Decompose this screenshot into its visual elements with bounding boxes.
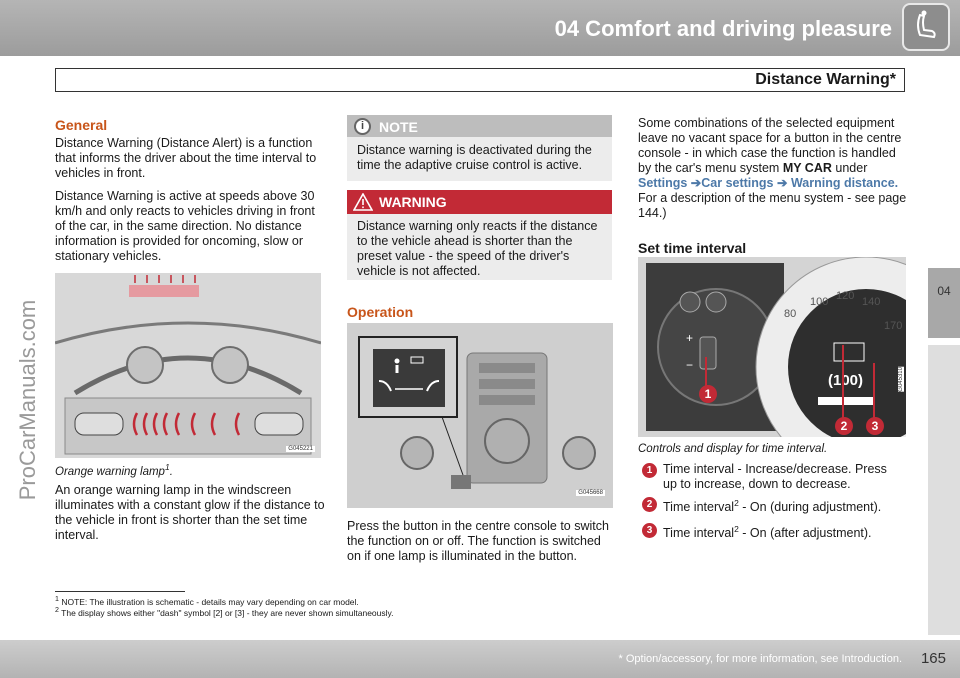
lamp-para: An orange warning lamp in the windscreen…	[55, 483, 325, 542]
path-car-settings[interactable]: Car settings	[701, 176, 774, 190]
operation-para: Press the button in the centre console t…	[347, 519, 609, 563]
menu-system-para: Some combinations of the selected equipm…	[638, 116, 908, 221]
footer-note: * Option/accessory, for more information…	[618, 653, 902, 665]
menu-para-end: For a description of the menu system - s…	[638, 191, 907, 220]
general-para-1: Distance Warning (Distance Alert) is a f…	[55, 136, 317, 180]
svg-text:170: 170	[884, 320, 902, 332]
list-badge-3: 3	[642, 523, 657, 538]
svg-text:100: 100	[810, 296, 828, 308]
centre-console-figure: G045668	[347, 323, 613, 508]
list-text-2-sup: 2	[734, 498, 739, 508]
callout-3: 3	[866, 417, 884, 435]
menu-under: under	[835, 161, 868, 175]
general-heading: General	[55, 117, 108, 133]
list-text-2-main: Time interval	[663, 500, 735, 515]
chapter-tab-label: 04	[937, 284, 951, 298]
menu-para-start: Some combinations of the selected equipm…	[638, 116, 902, 175]
footnote-2-num: 2	[55, 606, 59, 614]
path-warning-distance[interactable]: Warning distance.	[790, 176, 899, 190]
footnote-1-num: 1	[55, 595, 59, 603]
list-text-3-main: Time interval	[663, 526, 735, 541]
time-interval-caption: Controls and display for time interval.	[638, 443, 828, 455]
warning-triangle-icon	[352, 192, 374, 216]
footnote-2: 2 The display shows either "dash" symbol…	[55, 606, 394, 618]
watermark-text: ProCarManuals.com	[15, 299, 40, 501]
seat-icon	[902, 3, 950, 51]
note-header	[347, 115, 612, 137]
list-item: 2 Time interval2 - On (during adjustment…	[638, 496, 908, 522]
section-title: Distance Warning*	[755, 71, 896, 88]
lamp-caption-sup: 1	[164, 462, 170, 472]
info-icon: i	[354, 118, 371, 135]
svg-text:120: 120	[836, 290, 854, 302]
general-para-2: Distance Warning is active at speeds abo…	[55, 189, 315, 263]
svg-text:+: +	[686, 331, 693, 345]
lamp-caption-text: Orange warning lamp	[55, 465, 165, 478]
list-badge-2: 2	[642, 497, 657, 512]
callout-2: 2	[835, 417, 853, 435]
figure-code: G045221	[286, 446, 315, 452]
list-text-3-sup: 2	[734, 524, 739, 534]
svg-text:−: −	[686, 358, 693, 372]
lamp-caption-end: .	[169, 465, 173, 478]
warning-header	[347, 190, 612, 214]
callout-1: 1	[699, 385, 717, 403]
lamp-caption: Orange warning lamp1.	[55, 462, 173, 478]
page-number: 165	[920, 650, 946, 667]
svg-text:140: 140	[862, 296, 880, 308]
list-text-3-rest: - On (after adjustment).	[738, 526, 872, 541]
arrow-right-icon: ➔	[687, 176, 702, 190]
warning-text: Distance warning only reacts if the dist…	[357, 219, 598, 278]
arrow-right-icon: ➔	[773, 176, 791, 190]
note-title: NOTE	[379, 119, 418, 135]
chapter-title: 04 Comfort and driving pleasure	[554, 16, 892, 41]
footnote-2-text: The display shows either "dash" symbol […	[61, 607, 394, 618]
list-badge-1: 1	[642, 463, 657, 478]
list-item: 1 Time interval - Increase/decrease. Pre…	[638, 462, 908, 496]
list-text-1: Time interval - Increase/decrease. Press…	[663, 462, 887, 491]
list-text-2-rest: - On (during adjustment).	[738, 500, 882, 515]
set-time-interval-heading: Set time interval	[638, 240, 747, 256]
figure-code: G045668	[576, 490, 605, 496]
chapter-tab-strip	[928, 345, 960, 635]
figure-code: G045310	[898, 367, 904, 392]
note-box: i NOTE Distance warning is deactivated d…	[347, 115, 612, 181]
chapter-tab[interactable]: 04	[928, 268, 960, 338]
warning-lamp-figure: G045221	[55, 273, 321, 458]
note-text: Distance warning is deactivated during t…	[357, 143, 592, 172]
svg-text:80: 80	[784, 308, 796, 320]
speed-value: (100)	[828, 372, 863, 389]
section-title-bar: Distance Warning*	[55, 68, 905, 92]
operation-heading: Operation	[347, 304, 414, 320]
page-footer: * Option/accessory, for more information…	[0, 640, 960, 678]
watermark: ProCarManuals.com	[8, 130, 48, 670]
callout-list: 1 Time interval - Increase/decrease. Pre…	[638, 462, 908, 548]
path-settings[interactable]: Settings	[638, 176, 688, 190]
footnote-1: 1 NOTE: The illustration is schematic - …	[55, 595, 359, 607]
footnote-1-text: NOTE: The illustration is schematic - de…	[61, 596, 359, 607]
warning-box: WARNING Distance warning only reacts if …	[347, 190, 612, 280]
time-interval-figure: + − 100 120 140 80 170 (100) 1 2 3 G045310	[638, 257, 906, 437]
warning-title: WARNING	[379, 194, 447, 210]
page-header: 04 Comfort and driving pleasure	[0, 0, 960, 56]
footnote-rule	[55, 591, 185, 592]
my-car-label: MY CAR	[782, 161, 832, 175]
list-text-2: Time interval2 - On (during adjustment).	[663, 496, 903, 515]
list-text-3: Time interval2 - On (after adjustment).	[663, 522, 903, 541]
list-item: 3 Time interval2 - On (after adjustment)…	[638, 522, 908, 548]
